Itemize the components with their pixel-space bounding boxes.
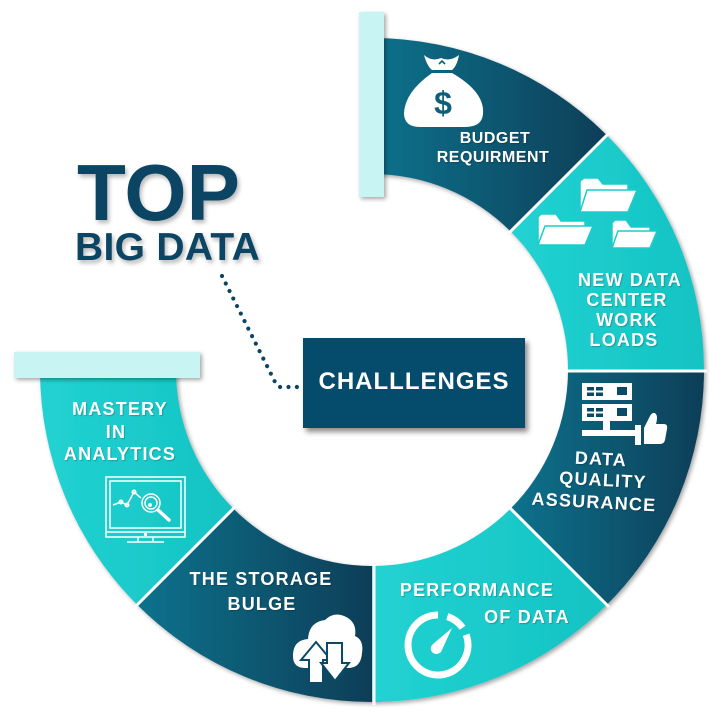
separator [507,131,611,235]
left-accent-bar [14,352,200,378]
storage-label-line: BULGE [227,594,297,614]
new-data-label-line: NEW DATA [578,270,682,290]
segment-separators [133,131,707,705]
new-data-label-line: WORK [596,310,658,330]
performance-label-line: OF DATA [484,607,570,627]
title-subtitle: BIG DATA [75,226,261,269]
budget-label-line: REQUIRMENT [436,149,550,166]
server-thumbs-up-icon [582,383,668,445]
storage-label-line: THE STORAGE [189,569,333,589]
data-quality-label-line: DATA [574,447,628,471]
folders-icon [537,177,658,249]
new-data-label-line: CENTER [586,290,668,310]
center-challenges-label: CHALLLENGES [318,367,510,395]
monitor-analytics-icon [105,476,186,543]
speedometer-icon [404,611,472,679]
title-top: TOP [77,148,241,237]
mastery-label-line: IN [105,422,127,442]
cloud-upload-download-icon [292,614,363,684]
segment-new-data-center-work-loads [510,135,704,370]
segment-performance-of-data [372,508,607,702]
accent-bars [14,12,384,378]
new-data-label-line: LOADS [589,330,659,350]
segment-mastery-in-analytics [39,370,234,605]
mastery-label-line: MASTERY [72,399,168,419]
performance-label-line: PERFORMANCE [399,580,555,600]
top-accent-bar [359,12,384,197]
separator [133,505,237,609]
center-challenges-box: CHALLLENGES [303,338,525,428]
money-bag-icon: $ [404,55,484,127]
budget-label-line: BUDGET [459,130,531,147]
separator [507,505,611,609]
mastery-label-line: ANALYTICS [63,444,177,464]
dollar-sign: $ [434,85,452,121]
dotted-connector [219,273,308,390]
